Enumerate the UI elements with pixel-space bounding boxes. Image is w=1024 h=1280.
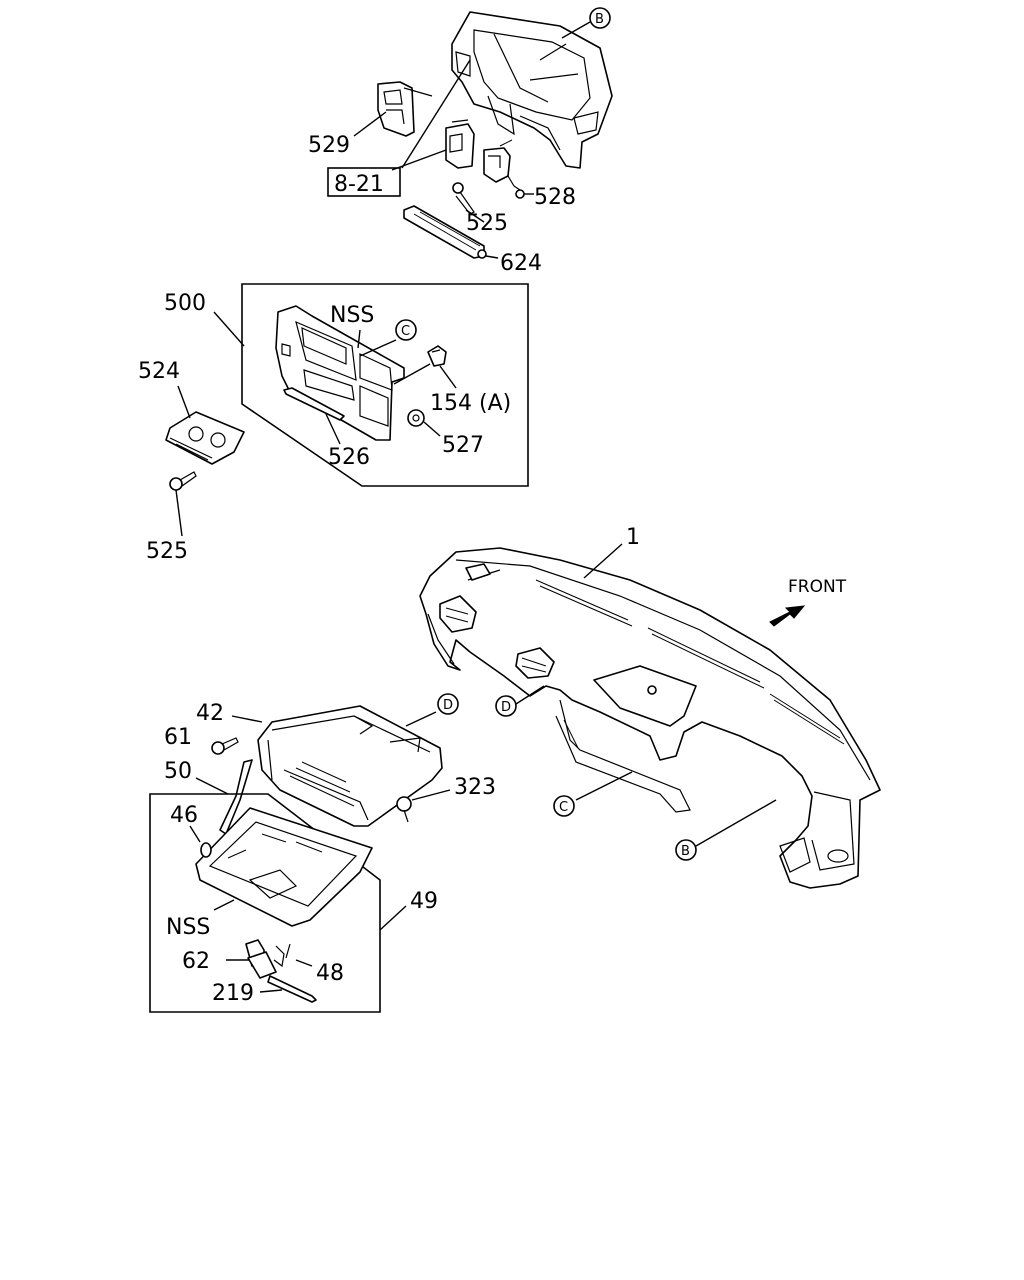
part-526-strip <box>283 387 345 445</box>
callout-d-box: D <box>437 693 459 715</box>
label-525-top: 525 <box>466 211 508 236</box>
front-arrow <box>769 605 806 627</box>
center-switches <box>445 119 534 199</box>
part-46-bumper <box>189 825 212 858</box>
ref-8-21-leader <box>391 149 447 171</box>
svg-text:B: B <box>681 844 690 859</box>
part-529-switch <box>353 81 433 137</box>
label-nss-cluster: NSS <box>330 303 374 328</box>
group-500-frame <box>241 283 529 487</box>
callout-c-cluster: C <box>395 319 417 341</box>
svg-text:D: D <box>443 698 453 713</box>
group-49-frame <box>149 793 381 1013</box>
latch-parts <box>226 939 317 1003</box>
callout-b-top: B <box>561 7 611 39</box>
label-front: FRONT <box>788 577 847 597</box>
label-524: 524 <box>138 359 180 384</box>
label-527: 527 <box>442 433 484 458</box>
part-61-screw <box>211 737 239 755</box>
label-50: 50 <box>164 759 192 784</box>
cluster-panel-500 <box>275 305 431 441</box>
label-61: 61 <box>164 725 192 750</box>
leader-1 <box>583 543 623 579</box>
cluster-bezel <box>451 11 613 169</box>
label-1: 1 <box>626 525 640 550</box>
label-528: 528 <box>534 185 576 210</box>
label-219: 219 <box>212 981 254 1006</box>
label-526: 526 <box>328 445 370 470</box>
label-nss-glove: NSS <box>166 915 210 940</box>
callout-b-dash: B <box>675 839 697 861</box>
svg-text:D: D <box>501 700 511 715</box>
label-529: 529 <box>308 133 350 158</box>
part-525-screw-mid <box>169 471 197 537</box>
label-323: 323 <box>454 775 496 800</box>
ref-8-21-box <box>327 167 401 197</box>
label-154a: 154 (A) <box>430 391 511 416</box>
part-323-clip <box>396 789 451 823</box>
label-46: 46 <box>170 803 198 828</box>
cluster-bezel-group <box>451 11 613 169</box>
callout-d-dash: D <box>495 695 517 717</box>
label-48: 48 <box>316 961 344 986</box>
dashboard-main <box>419 543 881 889</box>
label-8-21: 8-21 <box>334 172 384 197</box>
svg-text:C: C <box>401 324 410 339</box>
label-525-mid: 525 <box>146 539 188 564</box>
part-154a-clip <box>427 345 457 389</box>
svg-text:C: C <box>559 800 568 815</box>
label-500: 500 <box>164 291 206 316</box>
label-42: 42 <box>196 701 224 726</box>
glove-lid-nss <box>195 807 373 927</box>
label-62: 62 <box>182 949 210 974</box>
label-49: 49 <box>410 889 438 914</box>
part-527-knob <box>407 409 441 437</box>
label-624: 624 <box>500 251 542 276</box>
glove-box-42 <box>231 705 443 827</box>
part-524-plate <box>165 385 245 465</box>
svg-text:B: B <box>595 12 604 27</box>
part-624-strip <box>403 205 499 259</box>
part-525-screw-top <box>452 182 485 223</box>
callout-c-dash: C <box>553 795 575 817</box>
